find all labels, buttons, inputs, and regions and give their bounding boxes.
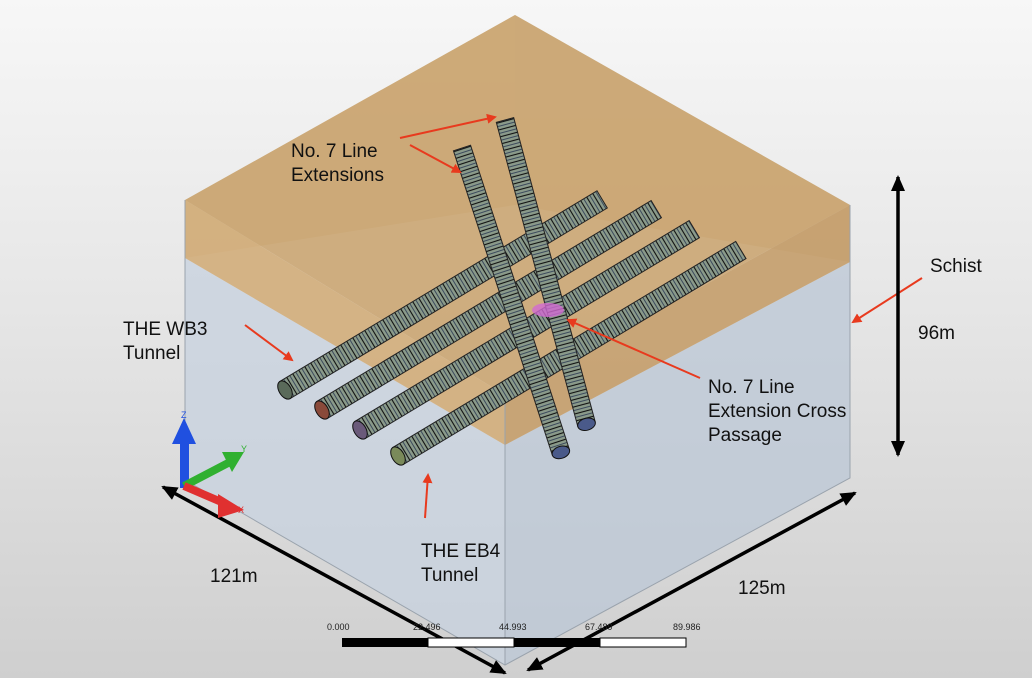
axis-triad <box>172 418 244 518</box>
z-axis-label: Z <box>181 410 187 420</box>
z-axis <box>180 440 189 488</box>
upper-layer-top <box>185 15 850 395</box>
scale-tick-0: 0.000 <box>327 622 350 632</box>
eb4-tunnel-label: THE EB4 Tunnel <box>421 541 501 586</box>
x-axis-label: X <box>238 505 245 515</box>
cross-passage-marker <box>532 303 564 317</box>
scale-tick-4: 89.986 <box>673 622 701 632</box>
scale-tick-2: 44.993 <box>499 622 527 632</box>
cross-passage-label: No. 7 Line Extension Cross Passage <box>708 377 847 446</box>
upper-layer-right-face <box>505 205 850 445</box>
scale-tick-1: 22.496 <box>413 622 441 632</box>
wb3-tunnel-label: THE WB3 Tunnel <box>123 319 208 364</box>
schist-label: Schist <box>930 256 982 277</box>
scale-tick-3: 67.489 <box>585 622 613 632</box>
left-dimension-label: 121m <box>210 566 258 587</box>
y-axis <box>182 458 232 490</box>
y-axis-label: Y <box>241 444 248 454</box>
scale-bar <box>342 637 687 648</box>
line7-extension-tubes <box>452 117 596 460</box>
right-dimension-label: 125m <box>738 578 786 599</box>
height-dimension-label: 96m <box>918 323 955 344</box>
line7-extensions-label: No. 7 Line Extensions <box>291 141 384 186</box>
